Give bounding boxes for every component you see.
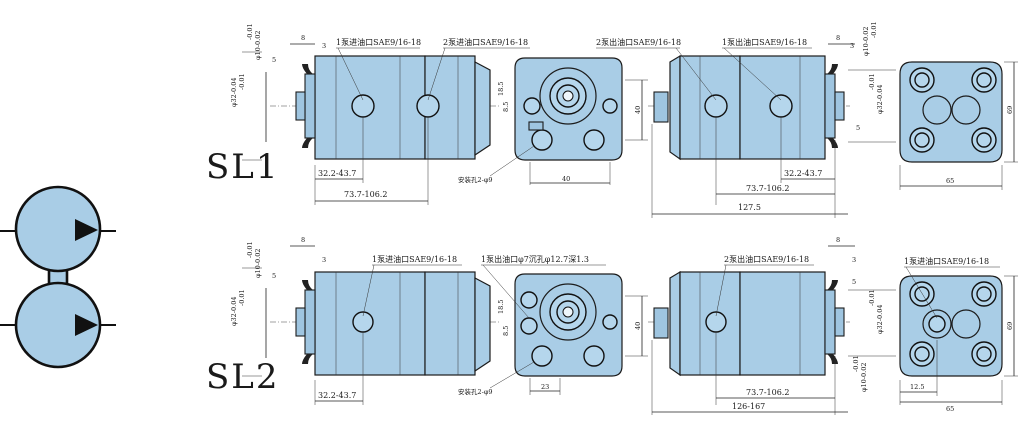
sl1-shaft-tol: -0.01: [246, 23, 254, 40]
sl2-port-w: 23: [541, 383, 549, 391]
sl1-r-shaft-dia: φ10-0.02: [862, 27, 870, 57]
sl1-callout-4: 1泵出油口SAE9/16-18: [722, 37, 807, 47]
sl2-callout-2: 1泵出油口φ7沉孔φ12.7深1.3: [481, 254, 589, 264]
sl2-right-view: [648, 270, 850, 377]
sl2-r-shaft-tol: -0.01: [852, 355, 860, 372]
sl1-left-view: [270, 55, 500, 160]
sl1-left-port-2: [416, 94, 440, 118]
sl1-right-view: [648, 54, 850, 161]
sl2-r-pilot-dia: φ32-0.04: [876, 305, 884, 335]
sl2-r-flange-t: 3: [852, 256, 856, 264]
sl2-r-pilot-tol: -0.01: [868, 289, 876, 306]
double-pump-hydraulic-symbol: [0, 185, 116, 369]
sl1-pilot-tol: -0.01: [238, 73, 246, 90]
sl1-end-view: [899, 61, 1003, 163]
sl1-side-h: 69: [1006, 106, 1014, 114]
sl1-left-port-1: [351, 94, 375, 118]
sl2-callout-4: 1泵进油口SAE9/16-18: [904, 256, 989, 266]
sl2-side-h: 69: [1006, 322, 1014, 330]
sl1-callout-3: 2泵出油口SAE9/16-18: [596, 37, 681, 47]
sl1-callout-1: 1泵进油口SAE9/16-18: [336, 37, 421, 47]
sl2-left-a: 32.2-43.7: [318, 391, 356, 400]
sl1-left-a: 32.2-43.7: [318, 169, 356, 178]
sl2-r-key: 5: [852, 278, 856, 286]
sl2-callout-3: 2泵出油口SAE9/16-18: [724, 254, 809, 264]
sl2-left-view: [270, 271, 500, 376]
sl1-r-shaft-len: 8: [836, 34, 840, 42]
sl1-pilot-dia: φ32-0.04: [230, 78, 238, 108]
sl2-port-h: 40: [634, 322, 642, 330]
sl2-key: 5: [272, 272, 276, 280]
sl1-port-h: 40: [634, 106, 642, 114]
sl1-shaft-len: 8: [301, 34, 305, 42]
sl2-bolt-sp: 8.5: [502, 326, 510, 336]
sl2-flange-t: 3: [322, 256, 326, 264]
model-label-sl2: SL2: [206, 357, 280, 397]
sl2-pilot-tol: -0.01: [238, 289, 246, 306]
pump-2-arrow-icon: [75, 314, 98, 336]
sl2-callout-1: 1泵进油口SAE9/16-18: [372, 254, 457, 264]
sl2-front-view: [514, 273, 623, 377]
sl1-callout-2: 2泵进油口SAE9/16-18: [443, 37, 528, 47]
sl1-total: 127.5: [738, 203, 761, 212]
sl2-shaft-dia: φ10-0.02: [254, 249, 262, 279]
sl2-side-off: 12.5: [910, 383, 924, 391]
pump-1-arrow-icon: [75, 219, 98, 241]
sl2-shaft-tol: -0.01: [246, 241, 254, 258]
sl1-key: 5: [272, 56, 276, 64]
sl2-shaft-len: 8: [301, 236, 305, 244]
sl2-total: 126-167: [732, 402, 765, 411]
sl2-end-view: [899, 275, 1003, 377]
sl2-r-shaft-len: 8: [836, 236, 840, 244]
sl1-r-shaft-tol: -0.01: [870, 21, 878, 38]
sl2-bolt-sp2: 18.5: [497, 300, 505, 314]
pump-2-circle: [14, 281, 102, 369]
sl1-right-port-2: [769, 94, 793, 118]
sl1-mount-note: 安装孔2-φ9: [458, 175, 493, 184]
sl1-right-b: 73.7-106.2: [746, 184, 789, 193]
sl1-r-pilot-dia: φ32-0.04: [876, 85, 884, 115]
sl1-right-port-1: [704, 94, 728, 118]
sl1-side-w: 65: [946, 177, 954, 185]
sl1-left-b: 73.7-106.2: [344, 190, 387, 199]
sl1-right-a: 32.2-43.7: [784, 169, 822, 178]
sl1-front-view: [514, 57, 623, 161]
sl2-pilot-dia: φ32-0.04: [230, 297, 238, 327]
pump-1-circle: [14, 185, 102, 273]
sl1-flange-t: 3: [322, 42, 326, 50]
sl2-mount-note: 安装孔2-φ9: [458, 387, 493, 396]
sl1-port-w: 40: [562, 175, 570, 183]
sl2-right-b: 73.7-106.2: [746, 388, 789, 397]
sl1-r-pilot-tol: -0.01: [868, 73, 876, 90]
sl2-side-w: 65: [946, 405, 954, 413]
sl1-bolt-sp: 8.5: [502, 102, 510, 112]
sl1-r-key: 5: [856, 124, 860, 132]
model-label-sl1: SL1: [206, 147, 280, 187]
sl2-r-shaft-dia: φ10-0.02: [860, 363, 868, 393]
sl1-bolt-sp2: 18.5: [497, 82, 505, 96]
sl1-r-flange-t: 3: [850, 42, 854, 50]
sl1-shaft-dia: φ10-0.02: [254, 31, 262, 61]
